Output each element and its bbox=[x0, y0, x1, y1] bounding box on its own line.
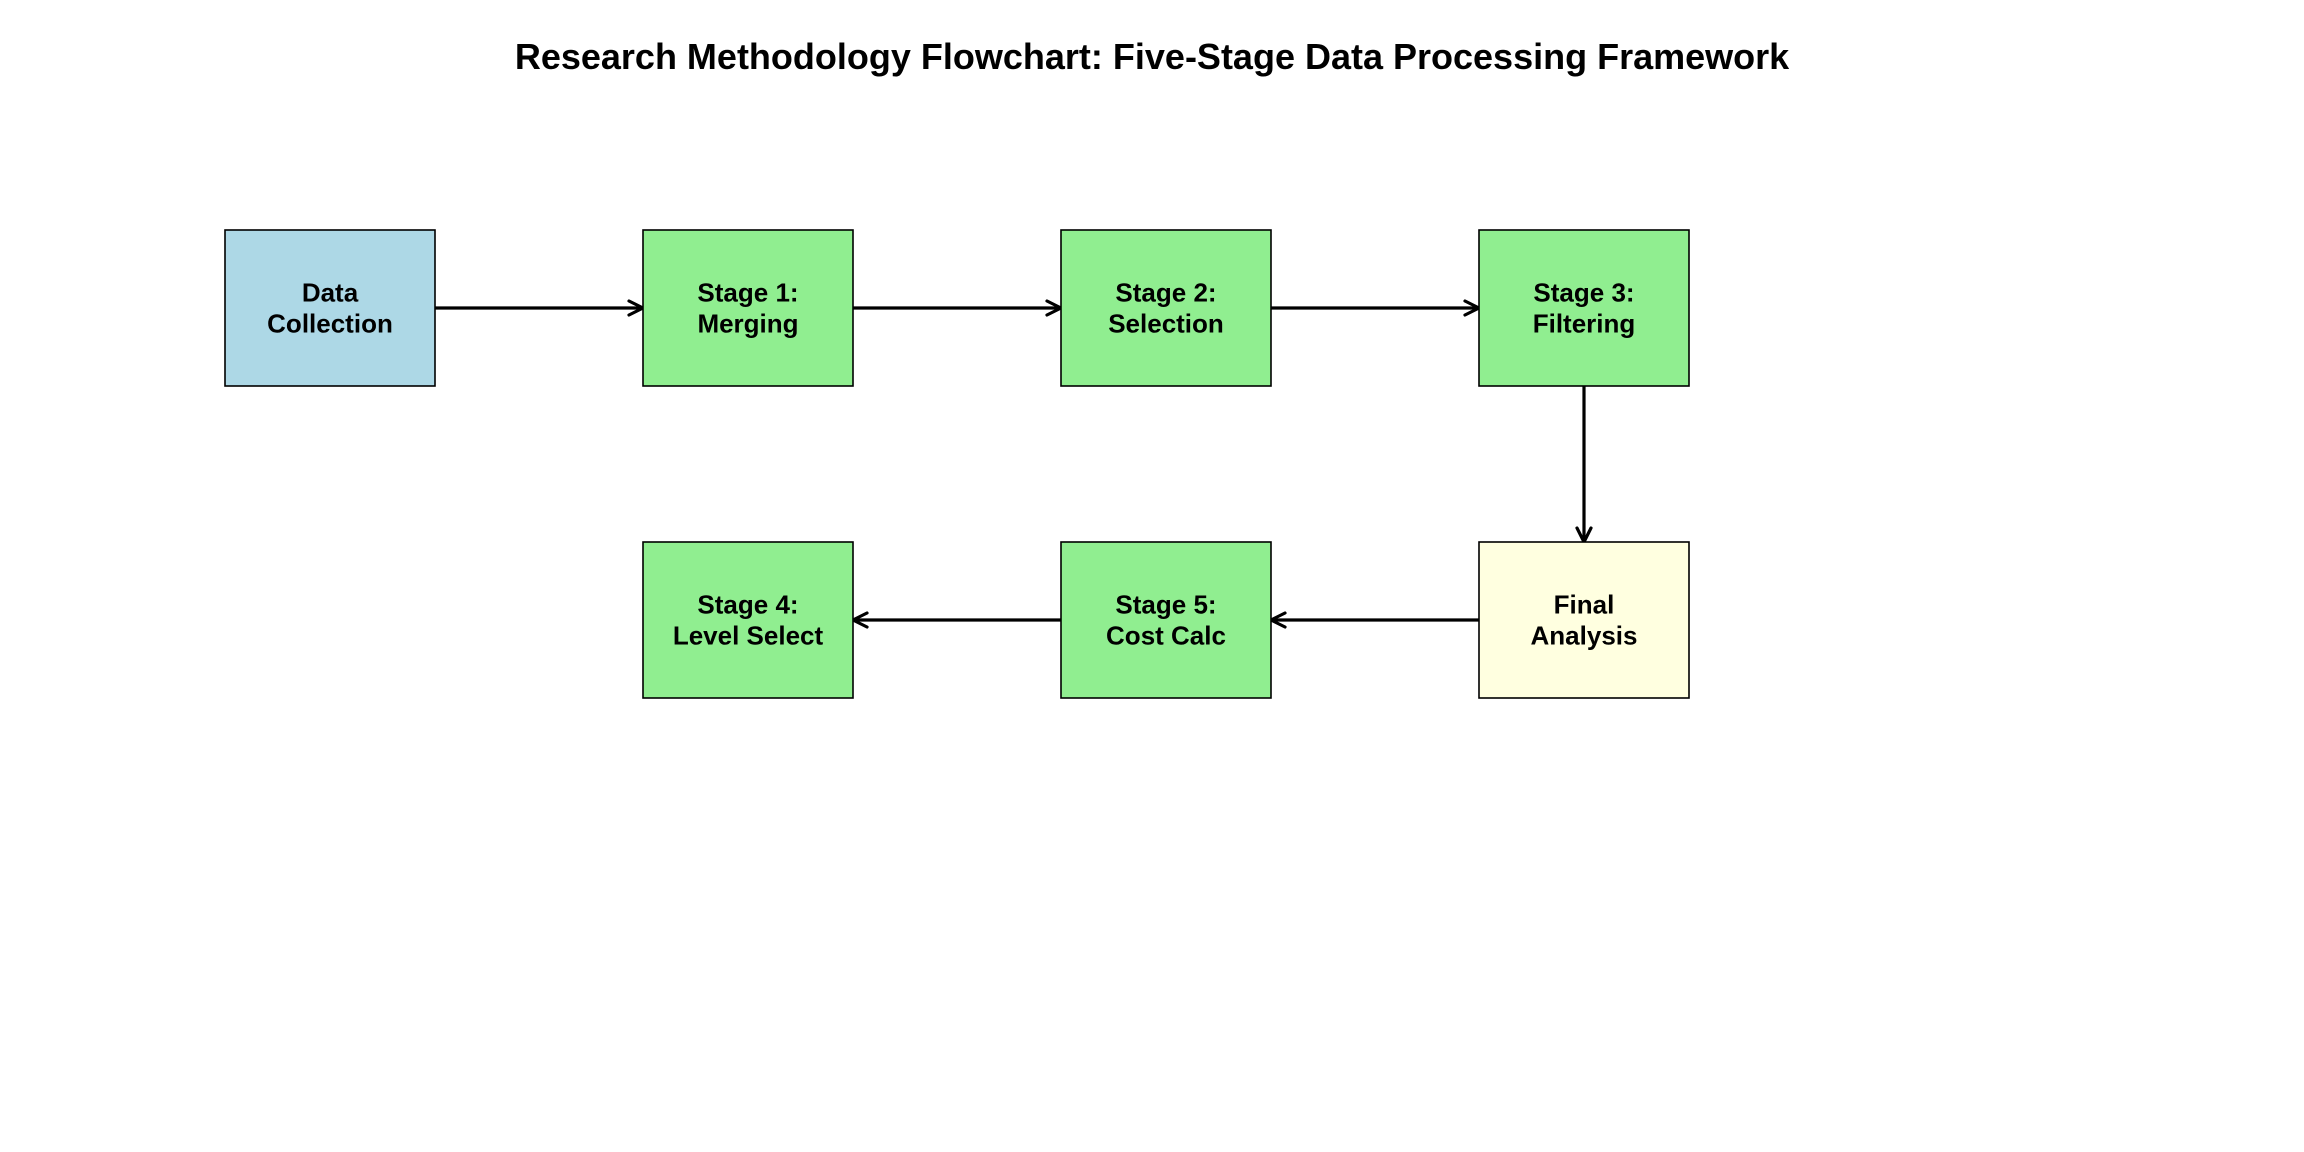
node-label: Stage 3: bbox=[1533, 278, 1634, 308]
node-box bbox=[1478, 229, 1690, 387]
node-label: Filtering bbox=[1533, 309, 1636, 339]
node-label: Stage 5: bbox=[1115, 590, 1216, 620]
node-label: Merging bbox=[697, 309, 798, 339]
node-box bbox=[1060, 541, 1272, 699]
node-label: Data bbox=[302, 278, 359, 308]
node-label: Selection bbox=[1108, 309, 1224, 339]
node-stage5: Stage 5:Cost Calc bbox=[1060, 541, 1272, 699]
node-label: Stage 1: bbox=[697, 278, 798, 308]
node-box bbox=[224, 229, 436, 387]
node-label: Analysis bbox=[1531, 621, 1638, 651]
node-label: Level Select bbox=[673, 621, 824, 651]
node-stage2: Stage 2:Selection bbox=[1060, 229, 1272, 387]
node-stage1: Stage 1:Merging bbox=[642, 229, 854, 387]
diagram-title: Research Methodology Flowchart: Five-Sta… bbox=[514, 36, 1790, 77]
node-box bbox=[642, 229, 854, 387]
node-stage4: Stage 4:Level Select bbox=[642, 541, 854, 699]
node-box bbox=[1478, 541, 1690, 699]
node-label: Final bbox=[1554, 590, 1615, 620]
node-box bbox=[1060, 229, 1272, 387]
node-label: Stage 2: bbox=[1115, 278, 1216, 308]
node-label: Cost Calc bbox=[1106, 621, 1226, 651]
node-label: Collection bbox=[267, 309, 393, 339]
node-stage3: Stage 3:Filtering bbox=[1478, 229, 1690, 387]
edges-layer bbox=[435, 299, 1593, 629]
node-box bbox=[642, 541, 854, 699]
node-label: Stage 4: bbox=[697, 590, 798, 620]
